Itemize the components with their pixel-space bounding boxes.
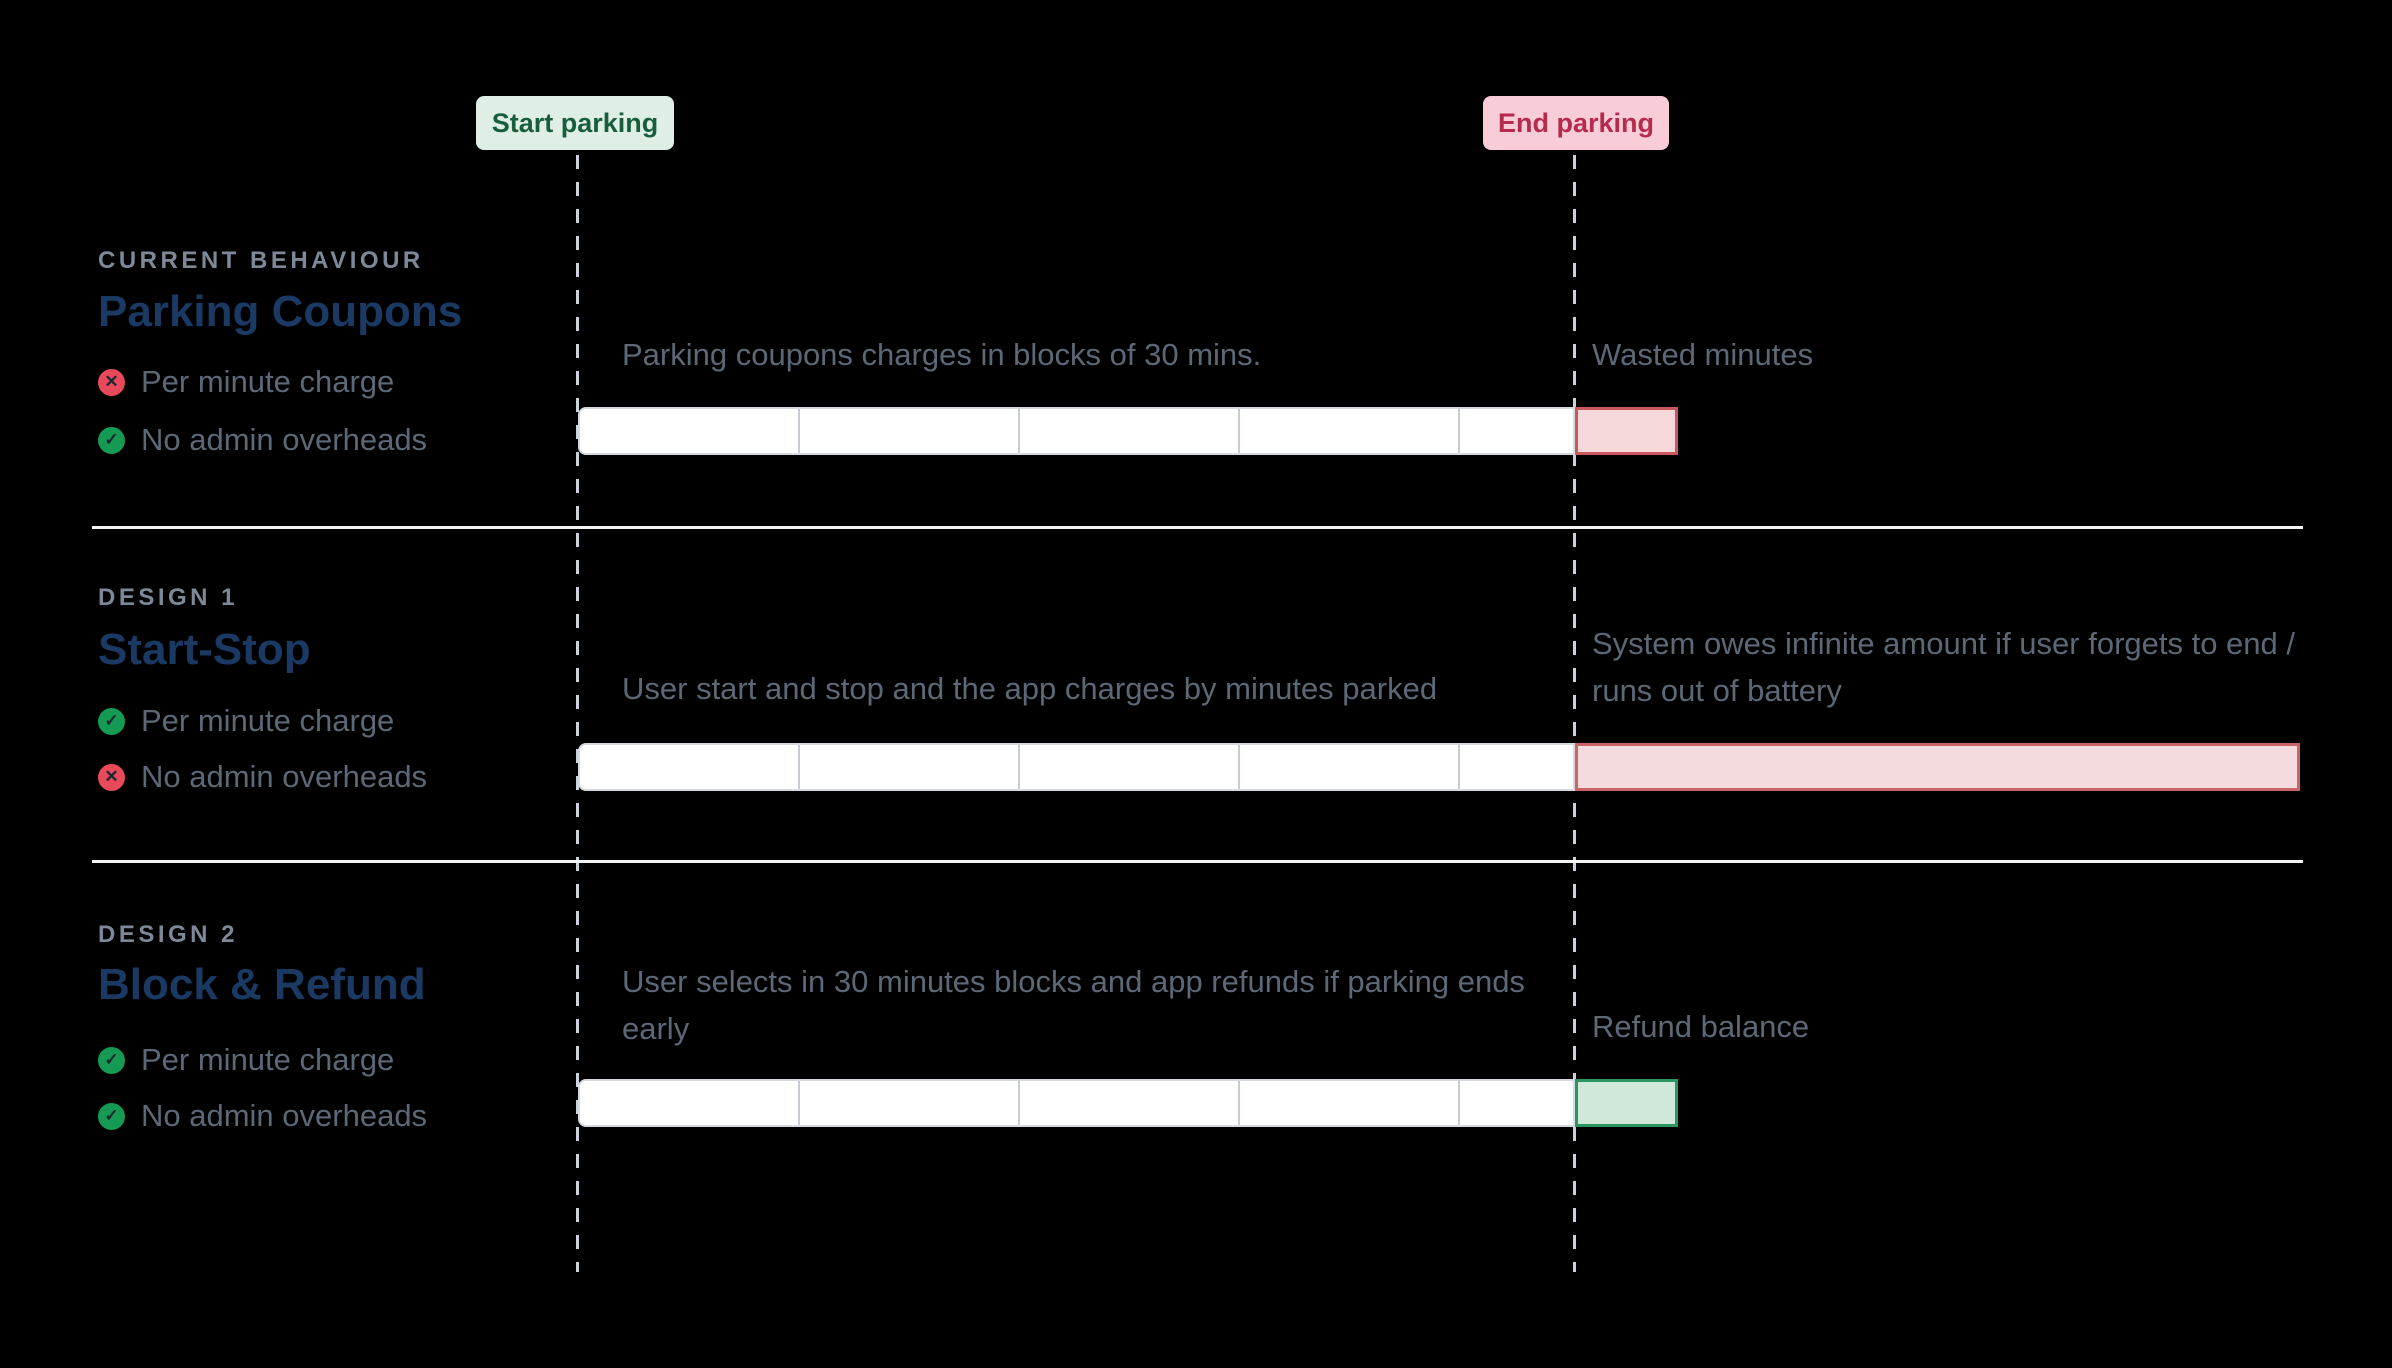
start-parking-dashed-line bbox=[576, 155, 579, 1272]
pro-con-item: Per minute charge bbox=[98, 1042, 395, 1077]
check-icon bbox=[98, 426, 125, 454]
cross-icon bbox=[98, 368, 125, 396]
pro-con-item: No admin overheads bbox=[98, 422, 428, 457]
section-eyebrow-design-2: DESIGN 2 bbox=[98, 921, 239, 948]
timeline-bar-parking-coupons bbox=[578, 407, 1575, 455]
timeline-bar-start-stop bbox=[578, 743, 1575, 791]
check-icon bbox=[98, 1102, 125, 1130]
bar-note: User selects in 30 minutes blocks and ap… bbox=[622, 964, 1525, 1046]
wasted-minutes-segment bbox=[1575, 407, 1678, 455]
pro-con-label: Per minute charge bbox=[141, 364, 395, 399]
pro-con-item: Per minute charge bbox=[98, 364, 395, 399]
pro-con-label: No admin overheads bbox=[141, 759, 428, 794]
pro-con-item: No admin overheads bbox=[98, 759, 428, 794]
bar-note: Parking coupons charges in blocks of 30 … bbox=[622, 337, 1262, 372]
bar-end-note: Refund balance bbox=[1592, 1009, 1810, 1044]
overcharge-segment bbox=[1575, 743, 2300, 791]
section-title-parking-coupons: Parking Coupons bbox=[98, 287, 463, 336]
pro-con-label: Per minute charge bbox=[141, 1042, 395, 1077]
check-icon bbox=[98, 1046, 125, 1074]
refund-balance-segment bbox=[1575, 1079, 1678, 1127]
section-title-block-refund: Block & Refund bbox=[98, 960, 426, 1009]
pro-con-label: No admin overheads bbox=[141, 1098, 428, 1133]
pro-con-item: No admin overheads bbox=[98, 1098, 428, 1133]
timeline-bar-block-refund bbox=[578, 1079, 1575, 1127]
section-divider bbox=[92, 526, 2303, 529]
end-parking-badge: End parking bbox=[1483, 96, 1669, 150]
start-parking-badge: Start parking bbox=[476, 96, 674, 150]
bar-end-note: Wasted minutes bbox=[1592, 337, 1814, 372]
section-eyebrow-design-1: DESIGN 1 bbox=[98, 584, 239, 611]
end-parking-dashed-line bbox=[1573, 155, 1576, 1272]
cross-icon bbox=[98, 763, 125, 791]
section-eyebrow-current-behaviour: CURRENT BEHAVIOUR bbox=[98, 247, 424, 274]
pro-con-label: Per minute charge bbox=[141, 703, 395, 738]
section-divider bbox=[92, 860, 2303, 863]
check-icon bbox=[98, 707, 125, 735]
section-title-start-stop: Start-Stop bbox=[98, 625, 311, 674]
pro-con-label: No admin overheads bbox=[141, 422, 428, 457]
bar-end-note: System owes infinite amount if user forg… bbox=[1592, 626, 2296, 708]
pro-con-item: Per minute charge bbox=[98, 703, 395, 738]
bar-note: User start and stop and the app charges … bbox=[622, 671, 1438, 706]
